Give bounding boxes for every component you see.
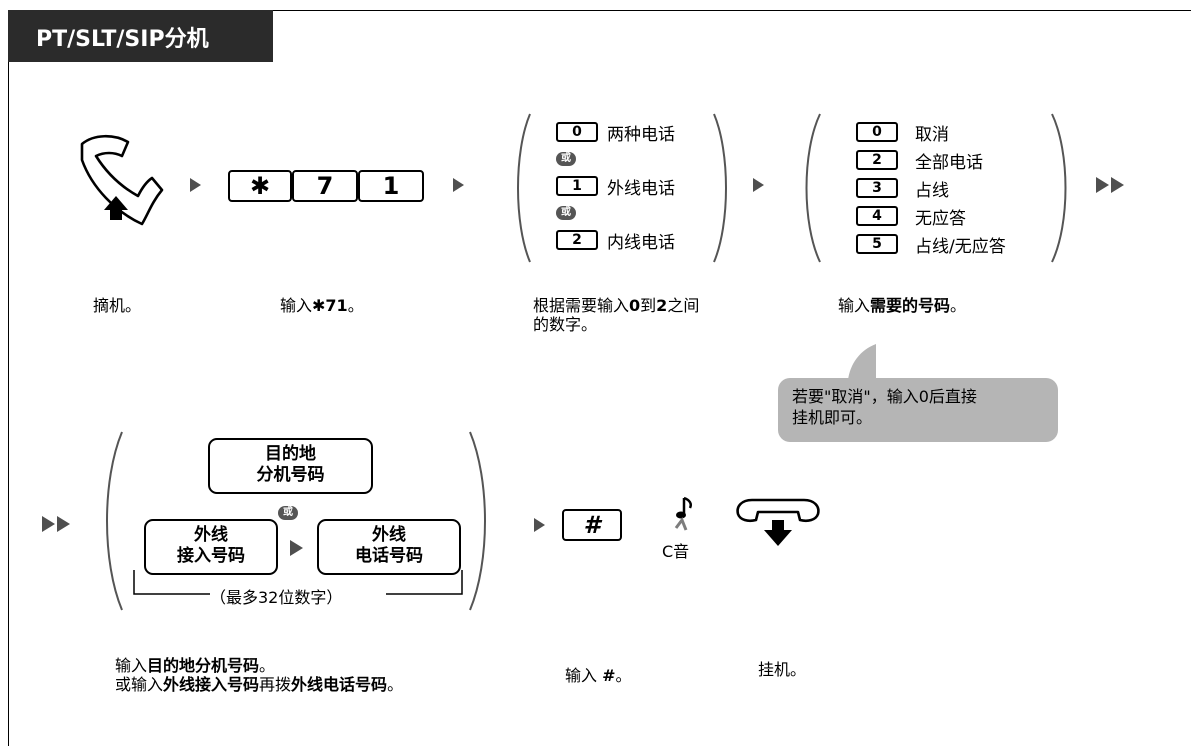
step4-key-5: 5 (856, 234, 898, 254)
note-bubble (778, 378, 1058, 442)
star-key: ✱ (228, 170, 292, 202)
or-badge-3: 或 (278, 506, 298, 520)
double-arrow-b1 (42, 516, 55, 532)
title-bar (8, 10, 273, 62)
diagram-frame (8, 10, 1191, 746)
step3-key-1: 1 (556, 176, 598, 196)
step6-caption: 输入 #。 (565, 666, 632, 685)
hash-key: # (562, 509, 622, 541)
arrow-1 (190, 178, 201, 192)
step4-key-0: 0 (856, 122, 898, 142)
arrow-2 (453, 178, 464, 192)
off-hook-handset-icon (80, 134, 164, 226)
step3-brackets (517, 113, 727, 263)
max-digits-brace (133, 570, 463, 595)
arrow-5 (534, 518, 545, 532)
step4-brackets (805, 113, 1067, 263)
arrow-4 (290, 540, 303, 556)
note-bubble-tail (848, 344, 876, 380)
page-title: PT/SLT/SIP分机 (36, 27, 209, 52)
one-key: 1 (358, 170, 424, 202)
double-arrow-b2 (57, 516, 70, 532)
destination-extension-box: 目的地 分机号码 (208, 438, 373, 494)
step3-label-1: 外线电话 (607, 179, 675, 199)
step2-caption: 输入✱71。 (280, 296, 364, 315)
step4-key-4: 4 (856, 206, 898, 226)
step3-label-2: 内线电话 (607, 233, 675, 253)
step3-key-0: 0 (556, 122, 598, 142)
note-text: 若要"取消"，输入0后直接 挂机即可。 (792, 387, 977, 427)
step3-key-2: 2 (556, 230, 598, 250)
or-badge-2: 或 (556, 206, 576, 220)
outside-access-number-box: 外线 接入号码 (144, 519, 278, 575)
max-digits-label: （最多32位数字） (210, 588, 343, 607)
music-note-icon (674, 496, 692, 531)
step5-brackets (106, 431, 486, 611)
step4-caption: 输入需要的号码。 (838, 296, 967, 315)
step4-key-3: 3 (856, 178, 898, 198)
on-hook-handset-icon (736, 498, 820, 546)
step1-caption: 摘机。 (93, 296, 142, 315)
or-badge-1: 或 (556, 152, 576, 166)
step4-key-2: 2 (856, 150, 898, 170)
outside-phone-number-box: 外线 电话号码 (317, 519, 461, 575)
step3-label-0: 两种电话 (607, 125, 675, 145)
double-arrow-a2 (1111, 177, 1124, 193)
seven-key: 7 (292, 170, 358, 202)
arrow-3 (753, 178, 764, 192)
step4-label-2: 全部电话 (915, 153, 983, 173)
step7-caption: 挂机。 (758, 660, 807, 679)
tone-label: C音 (662, 542, 690, 561)
step5-caption: 输入目的地分机号码。 或输入外线接入号码再拨外线电话号码。 (115, 656, 404, 694)
step4-label-0: 取消 (915, 125, 949, 145)
step4-label-3: 占线 (915, 181, 949, 201)
step3-caption: 根据需要输入0到2之间 的数字。 (533, 296, 700, 334)
step4-label-5: 占线/无应答 (915, 237, 1006, 257)
step4-label-4: 无应答 (915, 209, 966, 229)
double-arrow-a1 (1096, 177, 1109, 193)
